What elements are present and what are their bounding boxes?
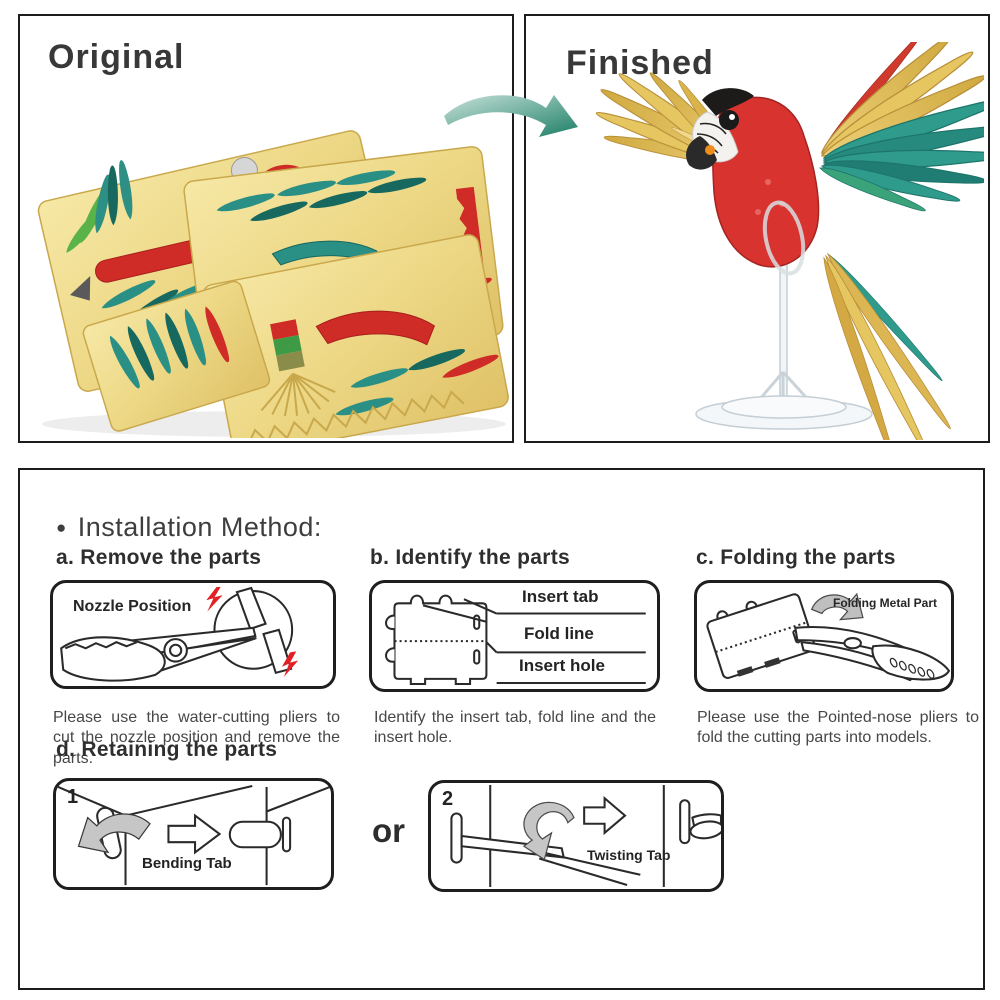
installation-header: ● Installation Method:: [56, 512, 322, 543]
section-d-title: d. Retaining the parts: [56, 738, 278, 761]
metal-sheets-photo: [37, 130, 509, 438]
finished-title: Finished: [566, 44, 714, 82]
transform-arrow-icon: [444, 95, 578, 137]
folding-diagram: Folding Metal Part: [694, 580, 954, 692]
bending-tab-icon: [57, 784, 331, 886]
insert-hole-label: Insert hole: [519, 656, 605, 675]
section-c-caption: Please use the Pointed-nose pliers to fo…: [697, 709, 979, 747]
fold-line-label: Fold line: [524, 624, 594, 643]
bullet-icon: ●: [56, 518, 67, 537]
finished-model-photo: [593, 42, 984, 440]
original-title: Original: [48, 38, 185, 76]
twisting-tab-icon: [450, 784, 721, 888]
insert-tab-label: Insert tab: [522, 587, 599, 606]
installation-panel: ● Installation Method: a. Remove the part…: [18, 468, 985, 990]
water-cutting-pliers-icon: [60, 586, 299, 682]
section-b-caption: Identify the insert tab, fold line and t…: [374, 709, 656, 747]
twisting-tab-diagram: 2 Twisting Tab: [428, 780, 724, 892]
or-label: or: [372, 812, 405, 849]
finished-panel: Finished: [524, 14, 990, 443]
folding-metal-part-label: Folding Metal Part: [833, 596, 938, 610]
twisting-tab-label: Twisting Tab: [587, 847, 671, 863]
nozzle-diagram: Nozzle Position: [50, 580, 336, 689]
bending-tab-label: Bending Tab: [142, 855, 232, 872]
metal-part-icon: [385, 594, 646, 686]
installation-header-text: Installation Method:: [77, 512, 322, 542]
parts-diagram: Insert tab Fold line Insert hole: [369, 580, 660, 692]
bending-tab-diagram: 1 Bending Tab: [53, 778, 334, 890]
section-a-title: a. Remove the parts: [56, 546, 262, 569]
step-number: 1: [67, 786, 79, 808]
section-b-title: b. Identify the parts: [370, 546, 570, 569]
section-a-caption: Please use the water-cutting pliers to c…: [53, 709, 340, 767]
pointed-nose-pliers-icon: [706, 592, 951, 682]
section-c-title: c. Folding the parts: [696, 546, 896, 569]
original-panel: Original: [18, 14, 514, 443]
step-number: 2: [442, 788, 454, 810]
nozzle-position-label: Nozzle Position: [73, 598, 192, 615]
